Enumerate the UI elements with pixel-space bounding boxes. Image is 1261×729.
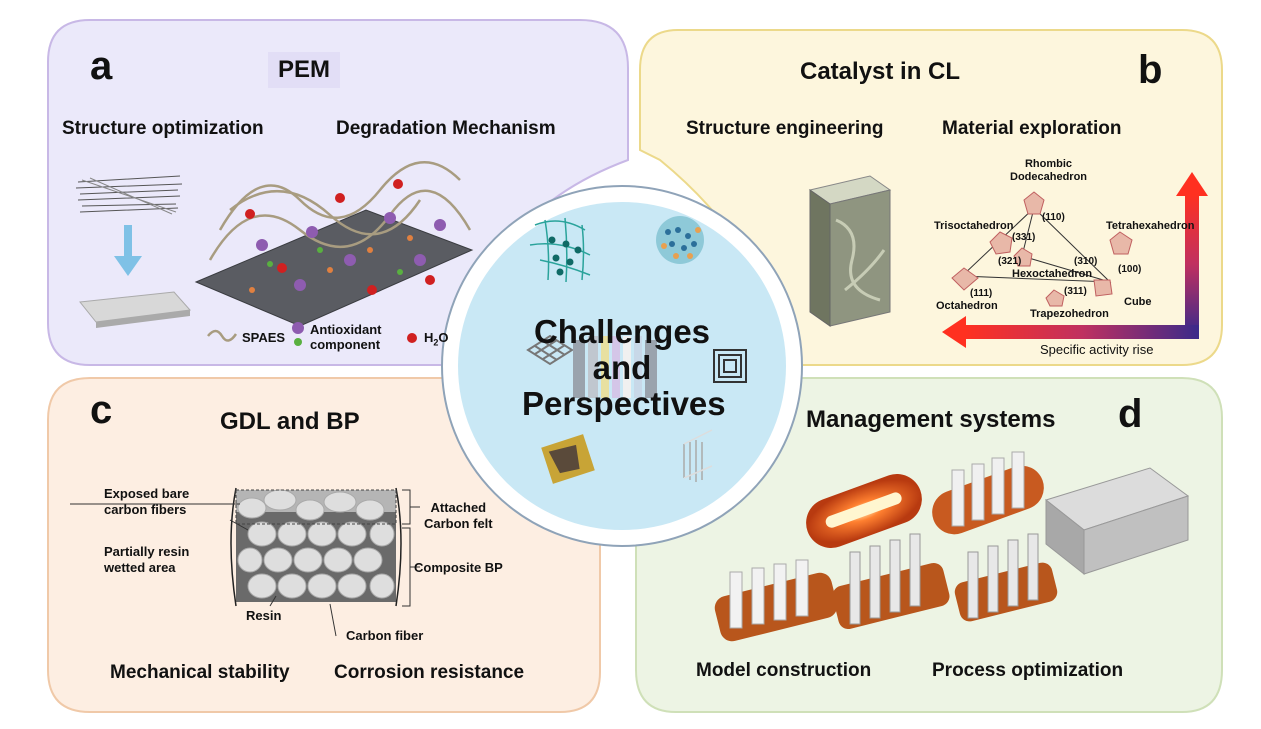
nanoparticle-icon: [656, 216, 704, 264]
fiber-mat: [75, 175, 183, 215]
label-f321: (321): [998, 256, 1022, 267]
arrow-down-head: [114, 256, 142, 276]
label-f100: (100): [1118, 264, 1142, 275]
label-exposed-line-2: carbon fibers: [104, 502, 187, 517]
stack-module-6: [954, 533, 1058, 622]
bp-cross-section: [230, 487, 402, 607]
label-composite: Composite BP: [414, 560, 503, 575]
label-carbon-fiber: Carbon fiber: [346, 628, 424, 643]
panel-d-left-label: Model construction: [696, 660, 872, 681]
stack-icon: [573, 336, 657, 398]
legend-spaes: SPAES: [242, 330, 286, 345]
label-cube: Cube: [1124, 296, 1152, 308]
stack-module-5: [832, 533, 950, 630]
panel-a-letter: a: [90, 44, 113, 88]
water-molecules: [245, 179, 435, 295]
label-trapezohedron: Trapezohedron: [1030, 308, 1109, 320]
legend-antioxidant-line-1: Antioxidant: [310, 322, 382, 337]
label-rhombic-line-2: Dodecahedron: [1010, 171, 1088, 183]
panel-d-title: Management systems: [806, 406, 1056, 433]
label-f110: (110): [1042, 212, 1065, 223]
label-attached: Attached Carbon felt: [424, 500, 493, 532]
legend-water-o: O: [438, 330, 449, 345]
arrow-down-shaft: [124, 225, 132, 257]
label-f310: (310): [1074, 256, 1098, 267]
antioxidant-particles: [256, 212, 446, 291]
label-partial: Partially resin wetted area: [104, 544, 189, 576]
label-rhombic-line-1: Rhombic: [1024, 158, 1073, 170]
center-circle: [458, 202, 786, 530]
legend-water: H2O: [424, 330, 449, 348]
stack-module-1: [806, 474, 922, 548]
panel-c-title: GDL and BP: [220, 408, 360, 435]
legend-antioxidant-line-2: component: [310, 337, 381, 352]
panel-d-letter: d: [1118, 392, 1143, 436]
label-f331: (331): [1012, 232, 1036, 243]
panel-b-letter: b: [1138, 48, 1163, 92]
label-f311: (311): [1064, 286, 1087, 297]
spaes-legend-mark: [207, 329, 238, 342]
stack-module-3: [1044, 467, 1190, 576]
activity-arrow-label: Specific activity rise: [1040, 342, 1154, 357]
panel-b-left-label: Structure engineering: [686, 118, 884, 139]
panel-d-right-label: Process optimization: [932, 660, 1124, 681]
legend-antioxidant: Antioxidant component: [310, 322, 382, 352]
stack-module-2: [932, 451, 1044, 535]
label-rhombic: Rhombic Dodecahedron: [1010, 158, 1087, 184]
center-line-1: Challenges: [533, 313, 711, 350]
network-icon: [529, 217, 591, 283]
porous-block: [808, 175, 892, 327]
label-trisoctahedron: Trisoctahedron: [934, 220, 1014, 232]
panel-a-right-label: Degradation Mechanism: [336, 118, 556, 139]
label-attached-line-1: Attached: [430, 500, 487, 515]
panel-c-right-label: Corrosion resistance: [334, 662, 525, 683]
label-f111: (111): [970, 288, 993, 299]
label-partial-line-1: Partially resin: [104, 544, 190, 559]
label-tetrahexahedron: Tetrahexahedron: [1106, 220, 1195, 232]
legend-water-sub: 2: [433, 337, 439, 348]
center-title: Challenges and Perspectives: [522, 313, 726, 422]
label-hexoctahedron: Hexoctahedron: [1012, 268, 1093, 280]
antioxidant-legend-mark: [292, 322, 304, 334]
label-resin: Resin: [246, 608, 282, 623]
activity-arrow-left: [964, 325, 1199, 339]
panel-b-right-label: Material exploration: [942, 118, 1122, 139]
label-exposed-line-1: Exposed bare: [104, 486, 190, 501]
mesh-icon: [526, 334, 574, 366]
panel-b-title: Catalyst in CL: [800, 58, 961, 85]
center-line-3: Perspectives: [522, 385, 726, 422]
serpentine-icon: [713, 349, 747, 383]
label-partial-line-2: wetted area: [104, 560, 176, 575]
panel-a-left-label: Structure optimization: [62, 118, 264, 139]
panel-c-letter: c: [90, 388, 113, 432]
stack-module-4: [714, 559, 838, 642]
center-line-2: and: [592, 349, 652, 386]
panel-a-title: PEM: [268, 52, 341, 88]
legend-water-h: H: [424, 330, 434, 345]
water-legend-mark: [407, 333, 417, 343]
activity-arrow-up: [1185, 194, 1199, 334]
label-octahedron: Octahedron: [936, 300, 998, 312]
panel-c-left-label: Mechanical stability: [110, 662, 290, 683]
label-exposed: Exposed bare carbon fibers: [104, 486, 189, 518]
fin-icon: [683, 429, 713, 482]
label-attached-line-2: Carbon felt: [424, 516, 493, 531]
chip-icon: [541, 434, 595, 484]
